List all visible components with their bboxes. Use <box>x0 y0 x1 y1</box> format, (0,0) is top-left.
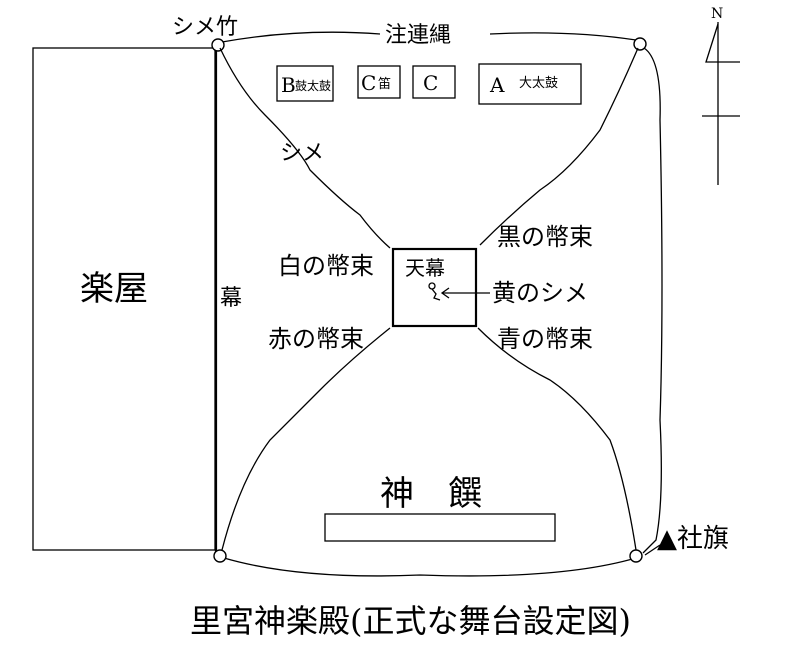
svg-text:笛: 笛 <box>378 76 391 92</box>
aka-heisoku-label: 赤の幣束 <box>268 325 364 353</box>
shiro-heisoku-label: 白の幣束 <box>278 252 374 280</box>
shime-take-pole <box>633 37 647 51</box>
shime-take-pole <box>211 38 225 52</box>
instrument-b: B 鼓太鼓 <box>276 65 334 102</box>
kuro-heisoku-label: 黒の幣束 <box>497 223 593 251</box>
shinsen-table <box>324 513 556 542</box>
svg-text:C: C <box>361 71 376 95</box>
tenmaku-label: 天幕 <box>405 256 445 280</box>
maku-label: 幕 <box>220 286 242 311</box>
svg-text:鼓太鼓: 鼓太鼓 <box>295 78 331 93</box>
svg-text:B: B <box>281 73 296 97</box>
svg-text:大太鼓: 大太鼓 <box>519 76 558 91</box>
shimenawa-label: 注連縄 <box>385 23 451 48</box>
instrument-c-flute: C 笛 <box>357 65 401 99</box>
ao-heisoku-label: 青の幣束 <box>497 325 593 353</box>
ki-shime-label: 黄のシメ <box>492 279 588 307</box>
shime-take-pole <box>629 549 643 563</box>
north-arrow-icon <box>702 22 740 185</box>
shime-rope <box>219 47 391 249</box>
ki-shime-icon <box>428 282 490 301</box>
shinsen-label: 神 饌 <box>380 474 482 514</box>
tenmaku-canopy <box>391 247 478 328</box>
svg-text:A: A <box>489 73 505 97</box>
shime-rope <box>479 47 639 246</box>
shime-label: シメ <box>280 141 324 166</box>
shime-take-pole <box>213 549 227 563</box>
shaki-label: ▲社旗 <box>657 524 729 554</box>
gakuya-label: 楽屋 <box>80 269 148 309</box>
instrument-a: A 大太鼓 <box>478 63 582 105</box>
shimenawa-rope <box>221 31 663 577</box>
shime-take-label: シメ竹 <box>172 15 238 40</box>
instrument-c: C <box>412 65 456 99</box>
svg-text:C: C <box>423 71 438 95</box>
shime-rope <box>221 327 391 551</box>
north-label: N <box>711 6 723 22</box>
shime-rope <box>477 327 637 551</box>
diagram-title: 里宮神楽殿(正式な舞台設定図) <box>190 602 631 640</box>
